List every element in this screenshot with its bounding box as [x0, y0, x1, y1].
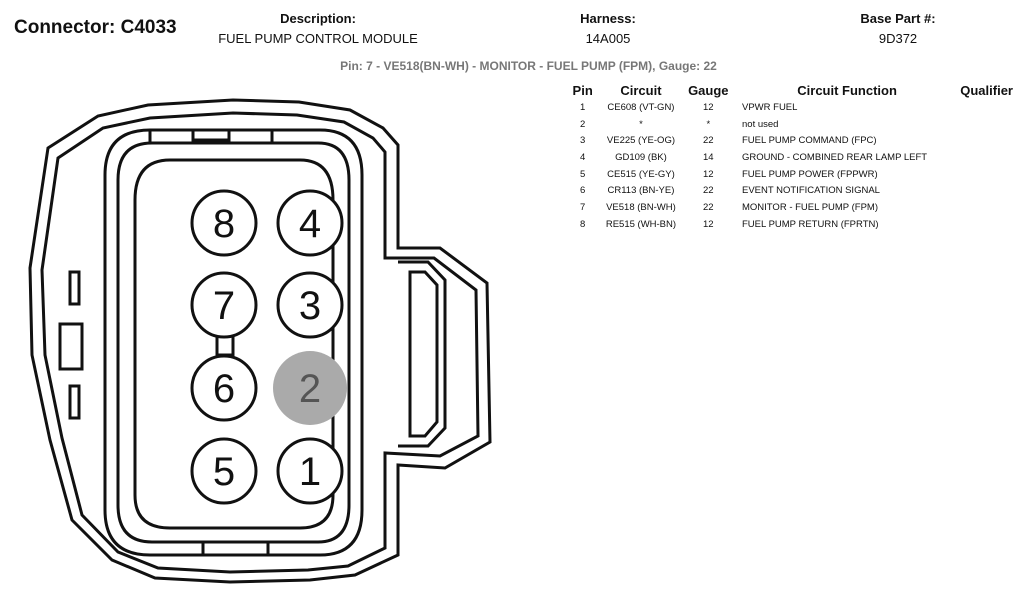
connector-title: Connector: C4033 [14, 17, 177, 38]
pin-number: 8 [213, 202, 235, 246]
pin-number: 7 [213, 284, 235, 328]
column-header-qualifier: Qualifier [960, 82, 1013, 98]
pin-table-row: 4 GD109 (BK) 14 GROUND - COMBINED REAR LAMP… [566, 149, 1013, 166]
cell-circuit: * [639, 118, 643, 130]
pin-number: 5 [213, 450, 235, 494]
pin-cavity-4: 4 [276, 189, 344, 257]
cell-function: not used [742, 118, 779, 130]
pin-number: 2 [299, 367, 321, 411]
pin-cavity-7: 7 [190, 271, 258, 339]
harness-label: Harness: [580, 11, 636, 26]
column-header-pin: Pin [572, 82, 593, 98]
cell-qualifier [960, 182, 1013, 199]
column-header-circuit: Circuit [620, 82, 662, 98]
cell-circuit: VE518 (BN-WH) [606, 201, 676, 213]
cell-qualifier [960, 149, 1013, 166]
connector-latch [398, 260, 447, 448]
pin-table-row: 6 CR113 (BN-YE) 22 EVENT NOTIFICATION SIGNA… [566, 182, 1013, 199]
pin-circle [190, 354, 258, 422]
cell-pin: 1 [580, 101, 586, 113]
cell-pin: 2 [580, 118, 586, 130]
harness-value: 14A005 [585, 31, 631, 46]
cell-qualifier [960, 116, 1013, 133]
pin-cavity-2: 2 [273, 351, 347, 425]
cell-circuit: VE225 (YE-OG) [606, 135, 675, 147]
description-label: Description: [280, 11, 356, 26]
pin-number: 3 [299, 284, 321, 328]
base-part-label: Base Part #: [860, 11, 936, 26]
pin-circle [276, 189, 344, 257]
pin-table-row: 7 VE518 (BN-WH) 22 MONITOR - FUEL PUMP (FPM… [566, 199, 1013, 216]
pin-table-row: 8 RE515 (WH-BN) 12 FUEL PUMP RETURN (FPRTN) [566, 216, 1013, 233]
cell-function: EVENT NOTIFICATION SIGNAL [742, 185, 880, 197]
pin-number: 6 [213, 367, 235, 411]
pin-cavity-5: 5 [190, 437, 258, 505]
pin-circle [276, 437, 344, 505]
connector-outer-shell [28, 98, 492, 584]
cell-gauge: 12 [703, 168, 714, 180]
cell-pin: 8 [580, 218, 586, 230]
pin-circle [190, 437, 258, 505]
cell-function: FUEL PUMP RETURN (FPRTN) [742, 218, 879, 230]
pin-table-row: 2 * * not used [566, 116, 1013, 133]
cell-qualifier [960, 99, 1013, 116]
cell-qualifier [960, 199, 1013, 216]
cell-circuit: CR113 (BN-YE) [607, 185, 675, 197]
pin-cavity-8: 8 [190, 189, 258, 257]
pin-circle [190, 189, 258, 257]
base-part-value: 9D372 [878, 31, 918, 46]
cell-function: VPWR FUEL [742, 101, 798, 113]
cell-pin: 6 [580, 185, 586, 197]
cell-circuit: CE608 (VT-GN) [607, 101, 675, 113]
cell-gauge: 12 [703, 101, 714, 113]
cell-gauge: 22 [703, 185, 714, 197]
description-value: FUEL PUMP CONTROL MODULE [218, 31, 418, 46]
cell-function: GROUND - COMBINED REAR LAMP LEFT [742, 151, 928, 163]
cell-gauge: * [706, 118, 711, 130]
cell-function: FUEL PUMP COMMAND (FPC) [742, 135, 877, 147]
pin-table-header: Pin Circuit Gauge Circuit Function Quali… [566, 81, 1013, 99]
connector-face-diagram: 8 4 7 3 6 2 5 1 [28, 98, 492, 584]
cell-circuit: RE515 (WH-BN) [605, 218, 677, 230]
cell-qualifier [960, 216, 1013, 233]
column-header-gauge: Gauge [688, 82, 729, 98]
cell-qualifier [960, 166, 1013, 183]
pin-number: 1 [299, 450, 321, 494]
pin-table-row: 3 VE225 (YE-OG) 22 FUEL PUMP COMMAND (FPC) [566, 132, 1013, 149]
pin-number: 4 [299, 202, 321, 246]
cell-gauge: 12 [703, 218, 714, 230]
cell-pin: 5 [580, 168, 586, 180]
cell-circuit: CE515 (YE-GY) [607, 168, 675, 180]
cell-pin: 4 [580, 151, 586, 163]
pin-circle [190, 271, 258, 339]
cell-circuit: GD109 (BK) [615, 151, 667, 163]
column-header-function: Circuit Function [797, 82, 897, 98]
pin-cavities: 8 4 7 3 6 2 5 1 [190, 189, 347, 505]
pin-circle [273, 351, 347, 425]
pin-cavity-6: 6 [190, 354, 258, 422]
cell-function: MONITOR - FUEL PUMP (FPM) [742, 201, 878, 213]
connector-side-slots [58, 270, 84, 420]
cell-function: FUEL PUMP POWER (FPPWR) [742, 168, 878, 180]
pin-table-row: 1 CE608 (VT-GN) 12 VPWR FUEL [566, 99, 1013, 116]
pin-summary: Pin: 7 - VE518(BN-WH) - MONITOR - FUEL P… [340, 59, 717, 73]
cell-qualifier [960, 132, 1013, 149]
pin-cavity-3: 3 [276, 271, 344, 339]
cell-gauge: 14 [703, 151, 714, 163]
cell-pin: 7 [580, 201, 586, 213]
cell-gauge: 22 [703, 201, 714, 213]
pin-table: Pin Circuit Gauge Circuit Function Quali… [566, 81, 1013, 233]
cell-pin: 3 [580, 135, 586, 147]
cell-gauge: 22 [703, 135, 714, 147]
pin-table-row: 5 CE515 (YE-GY) 12 FUEL PUMP POWER (FPPWR) [566, 166, 1013, 183]
pin-circle [276, 271, 344, 339]
pin-cavity-1: 1 [276, 437, 344, 505]
